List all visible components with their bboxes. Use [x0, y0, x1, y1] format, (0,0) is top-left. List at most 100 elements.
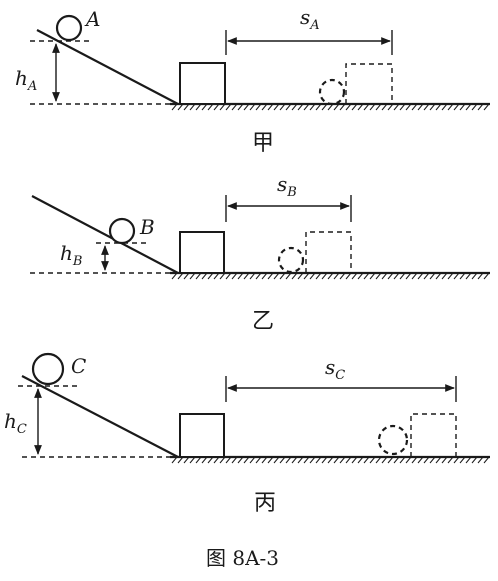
panel-c: hC C sC 丙: [4, 352, 490, 516]
hatch-line: [309, 103, 316, 111]
hatch-line: [405, 272, 412, 280]
hatch-line: [231, 272, 238, 280]
hatch-line: [447, 272, 454, 280]
hatch-line: [471, 456, 478, 464]
hatch-line: [483, 456, 490, 464]
hatch-line: [399, 456, 406, 464]
hatch-line: [279, 103, 286, 111]
caption-b: 乙: [252, 309, 274, 334]
hatch-line: [171, 456, 178, 464]
hatch-line: [309, 272, 316, 280]
hatch-line: [303, 272, 310, 280]
ball-label-a: A: [84, 7, 100, 31]
hatch-line: [405, 103, 412, 111]
block-final-c: [410, 413, 457, 457]
hatch-line: [447, 456, 454, 464]
hatch-line: [333, 456, 340, 464]
distance-label-a: sA: [300, 5, 320, 33]
hatch-line: [357, 272, 364, 280]
ball-a: [55, 14, 83, 42]
hatch-line: [267, 272, 274, 280]
hatch-line: [171, 103, 178, 111]
hatch-line: [357, 103, 364, 111]
hatch-line: [315, 456, 322, 464]
block-a: [179, 62, 226, 105]
hatch-line: [327, 456, 334, 464]
hatch-line: [429, 272, 436, 280]
hatch-line: [381, 103, 388, 111]
hatch-line: [435, 103, 442, 111]
hatch-line: [297, 103, 304, 111]
hatch-line: [477, 103, 484, 111]
hatch-line: [243, 272, 250, 280]
hatch-line: [435, 456, 442, 464]
distance-label-c: sC: [325, 355, 345, 383]
hatch-line: [465, 103, 472, 111]
ground-hatch-c: [171, 456, 490, 464]
hatch-line: [459, 272, 466, 280]
hatch-line: [225, 103, 232, 111]
hatch-line: [321, 272, 328, 280]
hatch-line: [297, 272, 304, 280]
hatch-line: [351, 272, 358, 280]
hatch-line: [393, 103, 400, 111]
hatch-line: [393, 272, 400, 280]
hatch-line: [471, 103, 478, 111]
hatch-line: [411, 103, 418, 111]
hatch-line: [339, 103, 346, 111]
hatch-line: [477, 456, 484, 464]
hatch-line: [429, 456, 436, 464]
hatch-line: [261, 103, 268, 111]
hatch-line: [345, 103, 352, 111]
hatch-line: [309, 456, 316, 464]
hatch-line: [285, 272, 292, 280]
hatch-line: [375, 103, 382, 111]
hatch-line: [417, 456, 424, 464]
ball-final-b: [277, 246, 305, 274]
panel-b: hB B sB 乙: [30, 172, 490, 334]
hatch-line: [291, 456, 298, 464]
hatch-line: [387, 456, 394, 464]
hatch-line: [279, 456, 286, 464]
hatch-line: [315, 272, 322, 280]
figure-caption: 图 8A-3: [206, 546, 279, 570]
hatch-line: [321, 103, 328, 111]
hatch-line: [231, 103, 238, 111]
incline-b: [31, 195, 179, 274]
hatch-line: [321, 456, 328, 464]
hatch-line: [381, 272, 388, 280]
ball-final-c: [377, 424, 409, 456]
hatch-line: [393, 456, 400, 464]
hatch-line: [255, 456, 262, 464]
ball-label-b: B: [139, 215, 155, 239]
hatch-line: [351, 103, 358, 111]
hatch-line: [423, 103, 430, 111]
hatch-line: [369, 103, 376, 111]
height-label-a: hA: [15, 66, 37, 94]
caption-a: 甲: [252, 131, 274, 156]
hatch-line: [459, 103, 466, 111]
hatch-line: [225, 272, 232, 280]
hatch-line: [243, 103, 250, 111]
hatch-line: [453, 272, 460, 280]
hatch-line: [417, 103, 424, 111]
hatch-line: [369, 456, 376, 464]
hatch-line: [297, 456, 304, 464]
hatch-line: [399, 272, 406, 280]
hatch-line: [399, 103, 406, 111]
ground-hatch-b: [171, 272, 490, 280]
hatch-line: [357, 456, 364, 464]
ball-final-a: [318, 78, 346, 106]
block-final-a: [345, 63, 393, 104]
hatch-line: [333, 272, 340, 280]
hatch-line: [423, 272, 430, 280]
hatch-line: [453, 456, 460, 464]
hatch-line: [363, 456, 370, 464]
hatch-line: [303, 456, 310, 464]
hatch-line: [273, 103, 280, 111]
panel-a: hA A sA 甲: [15, 5, 490, 156]
incline-a: [36, 29, 179, 105]
hatch-line: [459, 456, 466, 464]
hatch-line: [261, 272, 268, 280]
